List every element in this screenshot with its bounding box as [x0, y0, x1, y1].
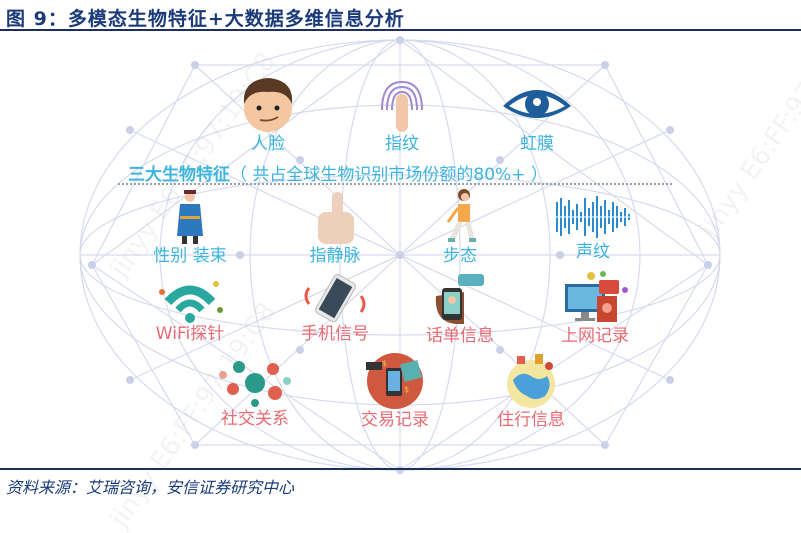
biometric-gait: 步态 [425, 188, 495, 266]
face-icon [243, 78, 293, 132]
phone-signal-icon [304, 274, 366, 323]
item-label: WiFi探针 [155, 324, 225, 344]
bigdata-call-records: 话单信息 [410, 272, 510, 346]
item-label: 话单信息 [426, 326, 494, 346]
figure-title: 图 9：多模态生物特征+大数据多维信息分析 [6, 8, 405, 30]
item-label: 性别 装束 [153, 246, 227, 266]
item-label: 指纹 [385, 134, 419, 154]
source-note: 资料来源：艾瑞咨询，安信证券研究中心 [6, 478, 295, 497]
person-costume-icon [177, 190, 203, 244]
eye-icon [503, 90, 571, 118]
bigdata-transaction-records: $$ 交易记录 [345, 352, 445, 430]
biometric-face: 人脸 [228, 74, 308, 154]
globe-travel-icon [507, 354, 555, 408]
item-label: 社交关系 [221, 409, 289, 429]
wifi-icon [159, 281, 223, 323]
soundwave-icon [555, 196, 631, 238]
walking-person-icon [446, 189, 476, 242]
item-label: 声纹 [576, 242, 610, 262]
transaction-icon: $$ [366, 353, 423, 409]
top-rule [0, 29, 801, 31]
biometric-voiceprint: 声纹 [548, 192, 638, 262]
item-label: 人脸 [251, 134, 285, 154]
item-label: 交易记录 [361, 410, 429, 430]
headline-note: （ 共占全球生物识别市场份额的80%+ ） [230, 165, 548, 185]
item-label: 上网记录 [561, 326, 629, 346]
item-label: 手机信号 [301, 324, 369, 344]
fingerprint-icon [381, 80, 423, 132]
call-record-icon [435, 274, 484, 324]
biometric-iris: 虹膜 [492, 78, 582, 154]
biometric-finger-vein: 指静脉 [290, 190, 380, 266]
biometric-gender-costume: 性别 装束 [140, 190, 240, 266]
bottom-rule [0, 468, 801, 470]
finger-vein-icon [318, 192, 354, 244]
biometric-fingerprint: 指纹 [362, 74, 442, 154]
social-network-icon [219, 361, 291, 407]
svg-text:$: $ [382, 359, 387, 368]
web-record-icon [565, 271, 628, 322]
bigdata-web-records: 上网记录 [545, 270, 645, 346]
bigdata-social-relations: 社交关系 [205, 355, 305, 429]
bigdata-residence-travel: 住行信息 [476, 352, 586, 430]
bigdata-wifi-probe: WiFi探针 [140, 272, 240, 344]
dotted-divider [118, 183, 672, 185]
item-label: 步态 [443, 246, 477, 266]
bigdata-phone-signal: 手机信号 [285, 274, 385, 344]
item-label: 住行信息 [497, 410, 565, 430]
item-label: 指静脉 [309, 246, 361, 266]
item-label: 虹膜 [520, 134, 554, 154]
headline-bold: 三大生物特征 [128, 165, 230, 185]
svg-text:$: $ [404, 385, 409, 394]
headline: 三大生物特征（ 共占全球生物识别市场份额的80%+ ） [128, 160, 548, 185]
